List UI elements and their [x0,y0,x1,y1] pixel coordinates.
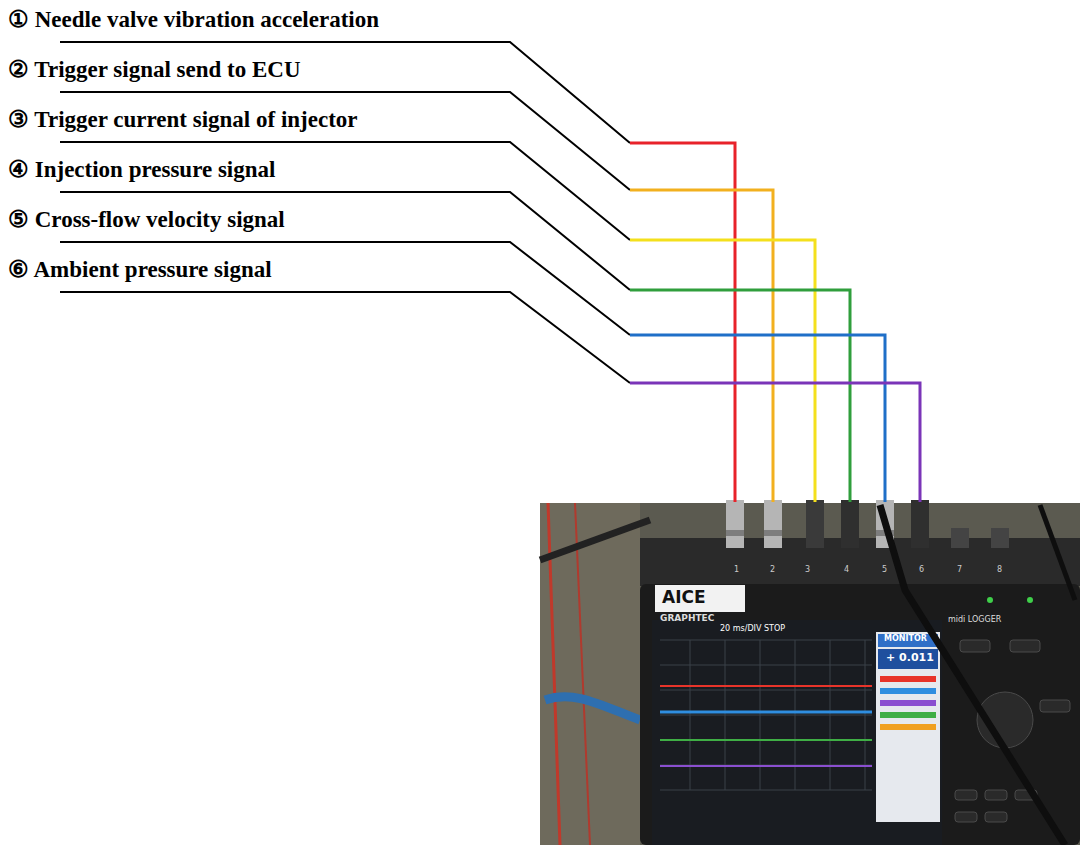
connector-panel [640,538,1080,586]
control-button [985,790,1007,800]
grid-line [865,640,866,790]
channel-number: 1 [734,566,739,575]
control-button [955,790,977,800]
control-button [955,812,977,822]
screen-trace [660,739,872,741]
control-button [985,812,1007,822]
signal-wire [630,290,850,502]
bnc-connector [806,500,824,548]
signal-wire [630,383,920,502]
bnc-ring [726,530,744,536]
grid-line [660,765,872,766]
screen-trace [660,685,872,687]
logger-screen [652,620,942,845]
bnc-connectors [726,500,1009,548]
monitor-value-box [878,649,938,669]
channel-number: 5 [882,566,887,575]
bnc-connector [991,528,1009,548]
grid-line [660,640,872,641]
screen-grid [660,640,872,790]
screen-trace [660,711,872,714]
channel-swatch [880,724,936,730]
photo-ground [540,503,1080,845]
logger-body [640,584,1080,845]
bnc-connector [764,500,782,548]
control-buttons [955,640,1070,822]
model-name: midi LOGGER [948,616,1001,625]
signal-label: ② Trigger signal send to ECU [8,57,301,83]
leader-line [60,242,630,335]
signal-wire [630,240,815,502]
bnc-connector [726,500,744,548]
grid-line [795,640,796,790]
background-cable [575,503,590,845]
signal-wire [630,190,773,502]
background-cable [540,520,650,560]
bnc-connector [951,528,969,548]
grid-line [690,640,691,790]
signal-label: ③ Trigger current signal of injector [8,107,358,133]
monitor-header [878,634,938,647]
grid-line [830,640,831,790]
signal-label: ① Needle valve vibration acceleration [8,7,379,33]
signal-wires [630,143,920,502]
asset-tag [655,585,745,612]
grid-line [660,740,872,741]
channel-number: 7 [957,566,962,575]
signal-label: ⑥ Ambient pressure signal [8,257,272,283]
brand-name: GRAPHTEC [660,614,714,624]
channel-number: 8 [997,566,1002,575]
screen-status: 20 ms/DIV STOP [720,625,785,634]
monitor-title: MONITOR [884,635,927,644]
grid-line [660,790,872,791]
asset-tag-text: AICE [662,588,706,607]
bnc-connector [911,500,929,548]
signal-wire [630,143,735,502]
signal-label: ④ Injection pressure signal [8,157,275,183]
channel-swatch [880,676,936,682]
background-cable [545,697,640,720]
probe-cable [1040,505,1075,600]
control-button [1010,640,1040,652]
control-button [1040,700,1070,712]
channel-swatch [880,712,936,718]
grid-line [660,715,872,716]
channel-number: 4 [844,566,849,575]
screen-trace [660,765,872,767]
signal-label: ⑤ Cross-flow velocity signal [8,207,285,233]
logger-photo [540,500,1080,845]
monitor-value: + 0.011 [886,652,934,664]
bnc-connector [841,500,859,548]
monitor-panel [876,632,940,822]
status-led [987,597,993,603]
grid-line [725,640,726,790]
channel-swatch [880,688,936,694]
control-button [960,640,990,652]
channel-number: 2 [770,566,775,575]
signal-wire [630,335,885,502]
grid-line [660,690,872,691]
channel-swatch [880,700,936,706]
channel-number: 3 [805,566,810,575]
bnc-ring [764,530,782,536]
probe-cable [880,505,1065,845]
leader-line [60,292,630,383]
grid-line [660,665,872,666]
channel-number: 6 [919,566,924,575]
status-led [1027,597,1033,603]
grid-line [760,640,761,790]
